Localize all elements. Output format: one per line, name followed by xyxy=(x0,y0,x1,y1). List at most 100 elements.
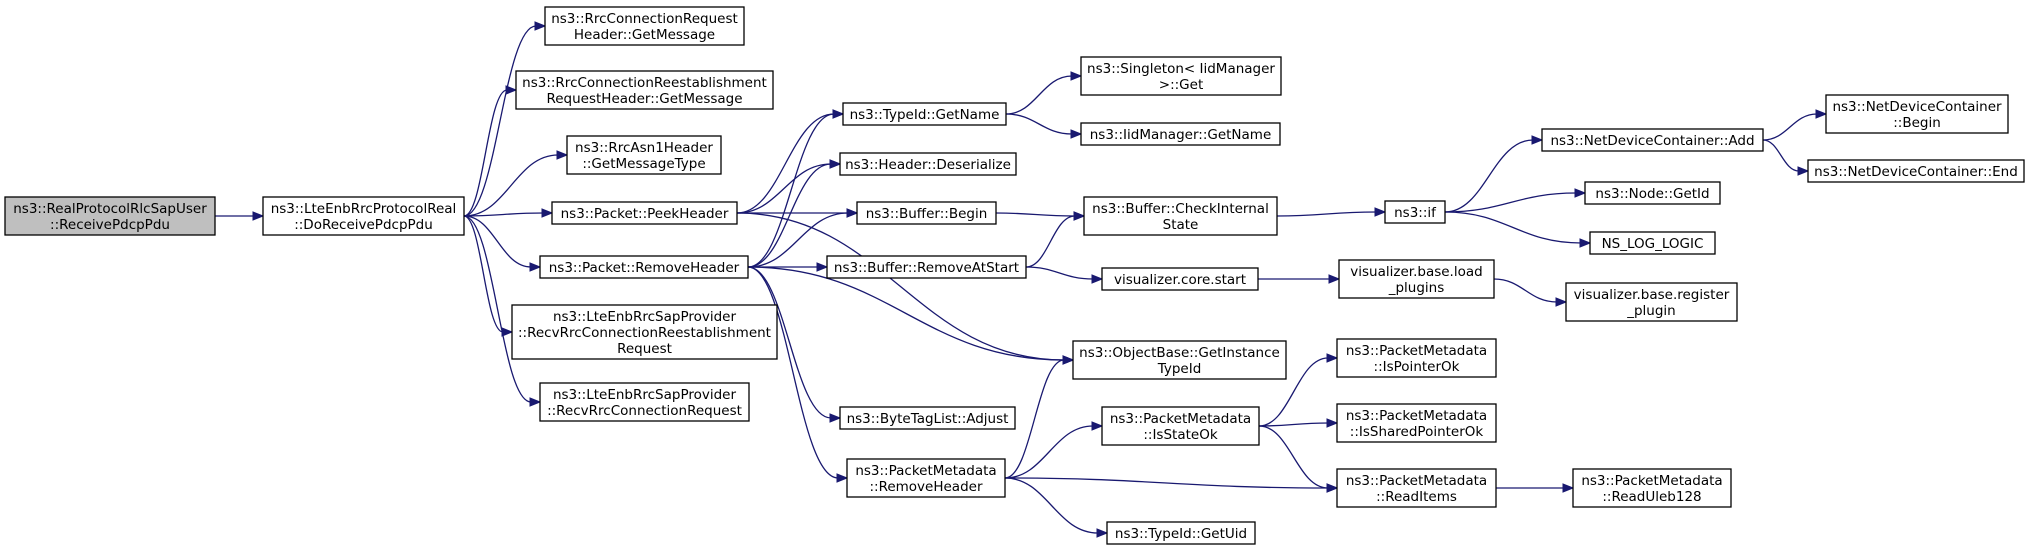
node-label-line: ns3::PacketMetadata xyxy=(1346,408,1487,424)
node-root[interactable]: ns3::RealProtocolRlcSapUser::ReceivePdcp… xyxy=(4,196,216,236)
node-pm-is-state-ok[interactable]: ns3::PacketMetadata::IsStateOk xyxy=(1101,406,1260,446)
node-box xyxy=(1072,340,1287,380)
node-pm-is-shared-pointer-ok[interactable]: ns3::PacketMetadata::IsSharedPointerOk xyxy=(1336,403,1497,443)
node-asn1-get-type[interactable]: ns3::RrcAsn1Header::GetMessageType xyxy=(566,135,722,175)
node-box xyxy=(1338,259,1495,299)
edge-pm-remove-header-to-pm-read-items xyxy=(1004,477,1339,493)
node-label-line: ns3::Packet::RemoveHeader xyxy=(549,260,740,276)
edge-peek-header-to-type-id-get-name xyxy=(736,109,845,214)
node-label-line: ::ReadUleb128 xyxy=(1602,489,1701,505)
edge-do-receive-to-recv-reest xyxy=(463,215,514,337)
node-label-line: ::IsStateOk xyxy=(1143,427,1217,443)
node-header-deserialize[interactable]: ns3::Header::Deserialize xyxy=(839,152,1017,176)
node-viz-core-start[interactable]: visualizer.core.start xyxy=(1101,267,1259,291)
edge-ns-if-to-ndc-add xyxy=(1444,135,1544,213)
node-box xyxy=(846,458,1006,498)
node-buffer-remove-at-start[interactable]: ns3::Buffer::RemoveAtStart xyxy=(826,255,1027,279)
node-byte-tag-adjust[interactable]: ns3::ByteTagList::Adjust xyxy=(839,406,1016,430)
node-box xyxy=(826,255,1027,279)
node-ns-if[interactable]: ns3::if xyxy=(1384,200,1446,224)
edge-layer xyxy=(214,21,1828,538)
node-label-line: _plugin xyxy=(1626,303,1676,319)
node-label-line: ns3::Singleton< IidManager xyxy=(1087,61,1275,77)
node-buffer-begin[interactable]: ns3::Buffer::Begin xyxy=(856,201,997,225)
edge-type-id-get-name-to-iid-get-name xyxy=(1005,113,1083,139)
node-ndc-begin[interactable]: ns3::NetDeviceContainer::Begin xyxy=(1825,94,2009,134)
node-label-line: ns3::RrcConnectionRequest xyxy=(551,11,738,27)
node-box xyxy=(856,201,997,225)
node-recv-conn-req[interactable]: ns3::LteEnbRrcSapProvider::RecvRrcConnec… xyxy=(539,382,750,422)
node-type-id-get-uid[interactable]: ns3::TypeId::GetUid xyxy=(1106,521,1256,545)
node-label-line: ns3::ObjectBase::GetInstance xyxy=(1079,345,1280,361)
node-label-line: ns3::LteEnbRrcProtocolReal xyxy=(271,201,457,217)
node-viz-register-plugin[interactable]: visualizer.base.register_plugin xyxy=(1565,282,1738,322)
edge-remove-header-to-get-instance-type-id xyxy=(747,266,1075,365)
node-ndc-add[interactable]: ns3::NetDeviceContainer::Add xyxy=(1541,128,1764,152)
node-label-line: ::GetMessageType xyxy=(582,156,705,172)
node-label-line: State xyxy=(1163,217,1199,233)
edge-remove-header-to-header-deserialize xyxy=(747,159,842,268)
node-label-line: ::IsPointerOk xyxy=(1374,359,1460,375)
node-label-line: ns3::Buffer::Begin xyxy=(866,206,988,222)
node-box xyxy=(566,135,722,175)
node-box xyxy=(1384,200,1446,224)
node-rrc-conn-req-get-msg[interactable]: ns3::RrcConnectionRequestHeader::GetMess… xyxy=(544,6,745,46)
node-node-get-id[interactable]: ns3::Node::GetId xyxy=(1584,181,1721,205)
node-singleton-get[interactable]: ns3::Singleton< IidManager>::Get xyxy=(1080,56,1282,96)
node-type-id-get-name[interactable]: ns3::TypeId::GetName xyxy=(842,102,1007,126)
node-box xyxy=(839,152,1017,176)
node-label-line: ::IsSharedPointerOk xyxy=(1350,424,1484,440)
node-label-line: >::Get xyxy=(1159,77,1203,93)
edge-remove-header-to-type-id-get-name xyxy=(747,109,845,268)
node-pm-is-pointer-ok[interactable]: ns3::PacketMetadata::IsPointerOk xyxy=(1336,338,1497,378)
edge-ns-if-to-ns-log-logic xyxy=(1444,211,1592,248)
node-label-line: ::RemoveHeader xyxy=(869,479,982,495)
node-pm-read-uleb128[interactable]: ns3::PacketMetadata::ReadUleb128 xyxy=(1572,468,1732,508)
node-label-line: Header::GetMessage xyxy=(574,27,715,43)
node-box xyxy=(1565,282,1738,322)
node-do-receive[interactable]: ns3::LteEnbRrcProtocolReal::DoReceivePdc… xyxy=(262,196,465,236)
node-box xyxy=(1336,338,1497,378)
node-rrc-reest-get-msg[interactable]: ns3::RrcConnectionReestablishmentRequest… xyxy=(515,70,774,110)
node-box xyxy=(1807,159,2025,183)
node-box xyxy=(1106,521,1256,545)
edge-do-receive-to-recv-conn-req xyxy=(463,215,542,407)
node-label-line: ns3::PacketMetadata xyxy=(855,463,996,479)
edge-type-id-get-name-to-singleton-get xyxy=(1005,71,1083,115)
node-label-line: ns3::PacketMetadata xyxy=(1110,411,1251,427)
node-box xyxy=(551,201,738,225)
edge-ns-if-to-node-get-id xyxy=(1444,188,1587,213)
node-recv-reest[interactable]: ns3::LteEnbRrcSapProvider::RecvRrcConnec… xyxy=(511,304,778,360)
node-pm-remove-header[interactable]: ns3::PacketMetadata::RemoveHeader xyxy=(846,458,1006,498)
node-label-line: ns3::NetDeviceContainer::End xyxy=(1814,164,2018,180)
node-label-line: ns3::Header::Deserialize xyxy=(845,157,1011,173)
edge-pm-is-state-ok-to-pm-is-pointer-ok xyxy=(1258,353,1339,427)
node-pm-read-items[interactable]: ns3::PacketMetadata::ReadItems xyxy=(1336,468,1497,508)
node-label-line: ::Begin xyxy=(1893,115,1941,131)
edge-pm-is-state-ok-to-pm-is-shared-pointer-ok xyxy=(1258,418,1339,428)
edge-pm-remove-header-to-type-id-get-uid xyxy=(1004,477,1109,538)
node-label-line: ns3::NetDeviceContainer::Add xyxy=(1550,133,1754,149)
edge-ndc-add-to-ndc-begin xyxy=(1762,109,1828,141)
node-peek-header[interactable]: ns3::Packet::PeekHeader xyxy=(551,201,738,225)
node-box xyxy=(1083,196,1278,236)
edge-do-receive-to-peek-header xyxy=(463,208,554,218)
node-viz-load-plugins[interactable]: visualizer.base.load_plugins xyxy=(1338,259,1495,299)
node-ns-log-logic[interactable]: NS_LOG_LOGIC xyxy=(1589,231,1716,255)
node-layer: ns3::RealProtocolRlcSapUser::ReceivePdcp… xyxy=(4,6,2025,545)
node-box xyxy=(515,70,774,110)
node-ndc-end[interactable]: ns3::NetDeviceContainer::End xyxy=(1807,159,2025,183)
node-box xyxy=(1572,468,1732,508)
node-iid-get-name[interactable]: ns3::IidManager::GetName xyxy=(1080,122,1281,146)
node-label-line: ns3::PacketMetadata xyxy=(1581,473,1722,489)
node-remove-header[interactable]: ns3::Packet::RemoveHeader xyxy=(539,255,749,279)
node-box xyxy=(1541,128,1764,152)
node-box xyxy=(262,196,465,236)
edge-do-receive-to-rrc-reest-get-msg xyxy=(463,85,518,217)
node-label-line: ns3::ByteTagList::Adjust xyxy=(847,411,1009,427)
node-label-line: ns3::RealProtocolRlcSapUser xyxy=(13,201,207,217)
node-box xyxy=(1584,181,1721,205)
node-box xyxy=(511,304,778,360)
